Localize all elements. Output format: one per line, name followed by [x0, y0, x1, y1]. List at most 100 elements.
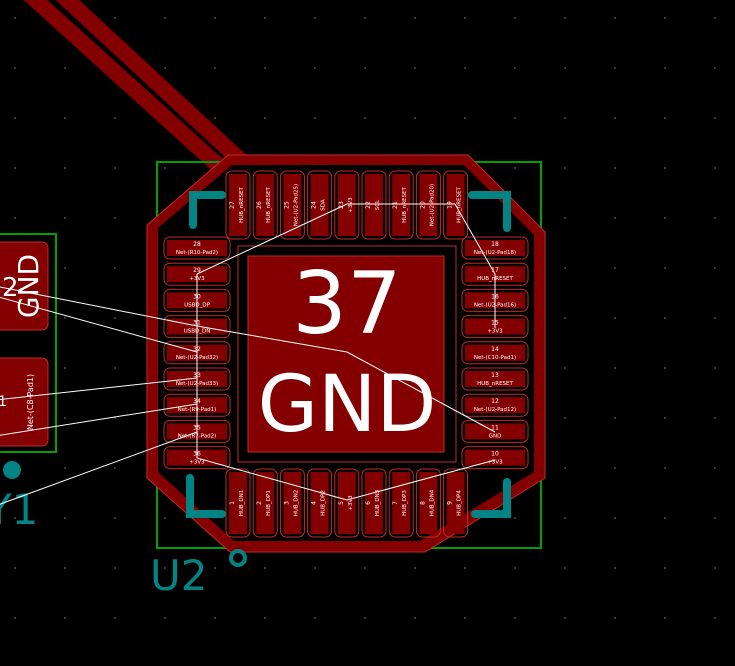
pad-copper[interactable]	[283, 472, 302, 534]
pad-number: 22	[365, 201, 372, 209]
grid-dot	[314, 617, 316, 619]
pad-copper[interactable]	[337, 174, 356, 236]
grid-dot	[714, 567, 716, 569]
u2-reference[interactable]: U2	[150, 551, 207, 600]
pad-copper[interactable]	[365, 472, 383, 534]
grid-dot	[714, 117, 716, 119]
grid-dot	[64, 617, 66, 619]
ratsnest-line	[0, 286, 198, 327]
pad-copper[interactable]	[310, 174, 329, 236]
pad-copper[interactable]	[419, 174, 438, 236]
grid-dot	[564, 417, 566, 419]
grid-dot	[464, 567, 466, 569]
pad-copper[interactable]	[283, 174, 302, 236]
grid-dot	[614, 17, 616, 19]
grid-dot	[114, 367, 116, 369]
pad-net: HUB_nRESET	[477, 381, 513, 387]
grid-dot	[64, 167, 66, 169]
u2-silkscreen-corners	[186, 191, 511, 518]
footprint-y1[interactable]: GND 2 Net-(C8-Pad1) 1 Y1	[0, 233, 57, 534]
u2-pin1-marker	[229, 549, 247, 567]
grid-dot	[164, 567, 166, 569]
pad-copper[interactable]	[310, 472, 329, 534]
grid-dot	[664, 567, 666, 569]
pad-copper[interactable]	[465, 240, 525, 256]
pad-copper[interactable]	[446, 472, 465, 534]
grid-dot	[714, 217, 716, 219]
grid-dot	[714, 17, 716, 19]
grid-dot	[714, 67, 716, 69]
grid-dot	[664, 17, 666, 19]
u2-pad-5[interactable]: 5+3V3	[334, 468, 360, 538]
grid-dot	[14, 17, 16, 19]
grid-dot	[214, 67, 216, 69]
copper-trace[interactable]	[55, 0, 248, 168]
pad-number: 3	[283, 501, 290, 505]
grid-dot	[14, 117, 16, 119]
pad-copper[interactable]	[337, 472, 356, 534]
pad-copper[interactable]	[419, 472, 438, 534]
pad-copper[interactable]	[256, 174, 275, 236]
grid-dot	[664, 617, 666, 619]
grid-dot	[614, 317, 616, 319]
y1-pad-2[interactable]	[0, 241, 49, 331]
y1-reference[interactable]: Y1	[0, 485, 38, 534]
copper-trace[interactable]	[23, 0, 240, 186]
u2-pad-10[interactable]: 10+3V3	[461, 446, 529, 470]
grid-dot	[264, 617, 266, 619]
pad-copper[interactable]	[465, 344, 525, 361]
grid-dot	[114, 217, 116, 219]
pad-copper[interactable]	[465, 371, 525, 387]
u2-center-pad[interactable]	[247, 255, 445, 453]
pad-clearance	[388, 468, 414, 538]
grid-dot	[564, 367, 566, 369]
pad-copper[interactable]	[167, 240, 227, 256]
pad-clearance	[361, 468, 387, 538]
pad-copper[interactable]	[365, 174, 383, 236]
pad-copper[interactable]	[392, 472, 411, 534]
grid-dot	[564, 217, 566, 219]
pad-copper[interactable]	[465, 449, 525, 466]
pad-copper[interactable]	[392, 174, 411, 236]
grid-dot	[164, 67, 166, 69]
pad-net: HUB_nRESET	[402, 186, 408, 222]
grid-dot	[614, 367, 616, 369]
u2-pad-23[interactable]: 23+3V3	[334, 170, 360, 240]
pad-copper[interactable]	[465, 397, 525, 414]
pad-copper[interactable]	[229, 174, 247, 236]
grid-dot	[514, 17, 516, 19]
grid-dot	[514, 167, 516, 169]
pad-copper[interactable]	[465, 423, 525, 440]
pad-copper[interactable]	[229, 472, 247, 534]
copper-traces[interactable]	[23, 0, 248, 186]
grid-dot	[314, 117, 316, 119]
grid-dot	[714, 267, 716, 269]
grid-dot	[614, 567, 616, 569]
pad-copper[interactable]	[256, 472, 275, 534]
y1-pad-1[interactable]	[0, 357, 49, 447]
